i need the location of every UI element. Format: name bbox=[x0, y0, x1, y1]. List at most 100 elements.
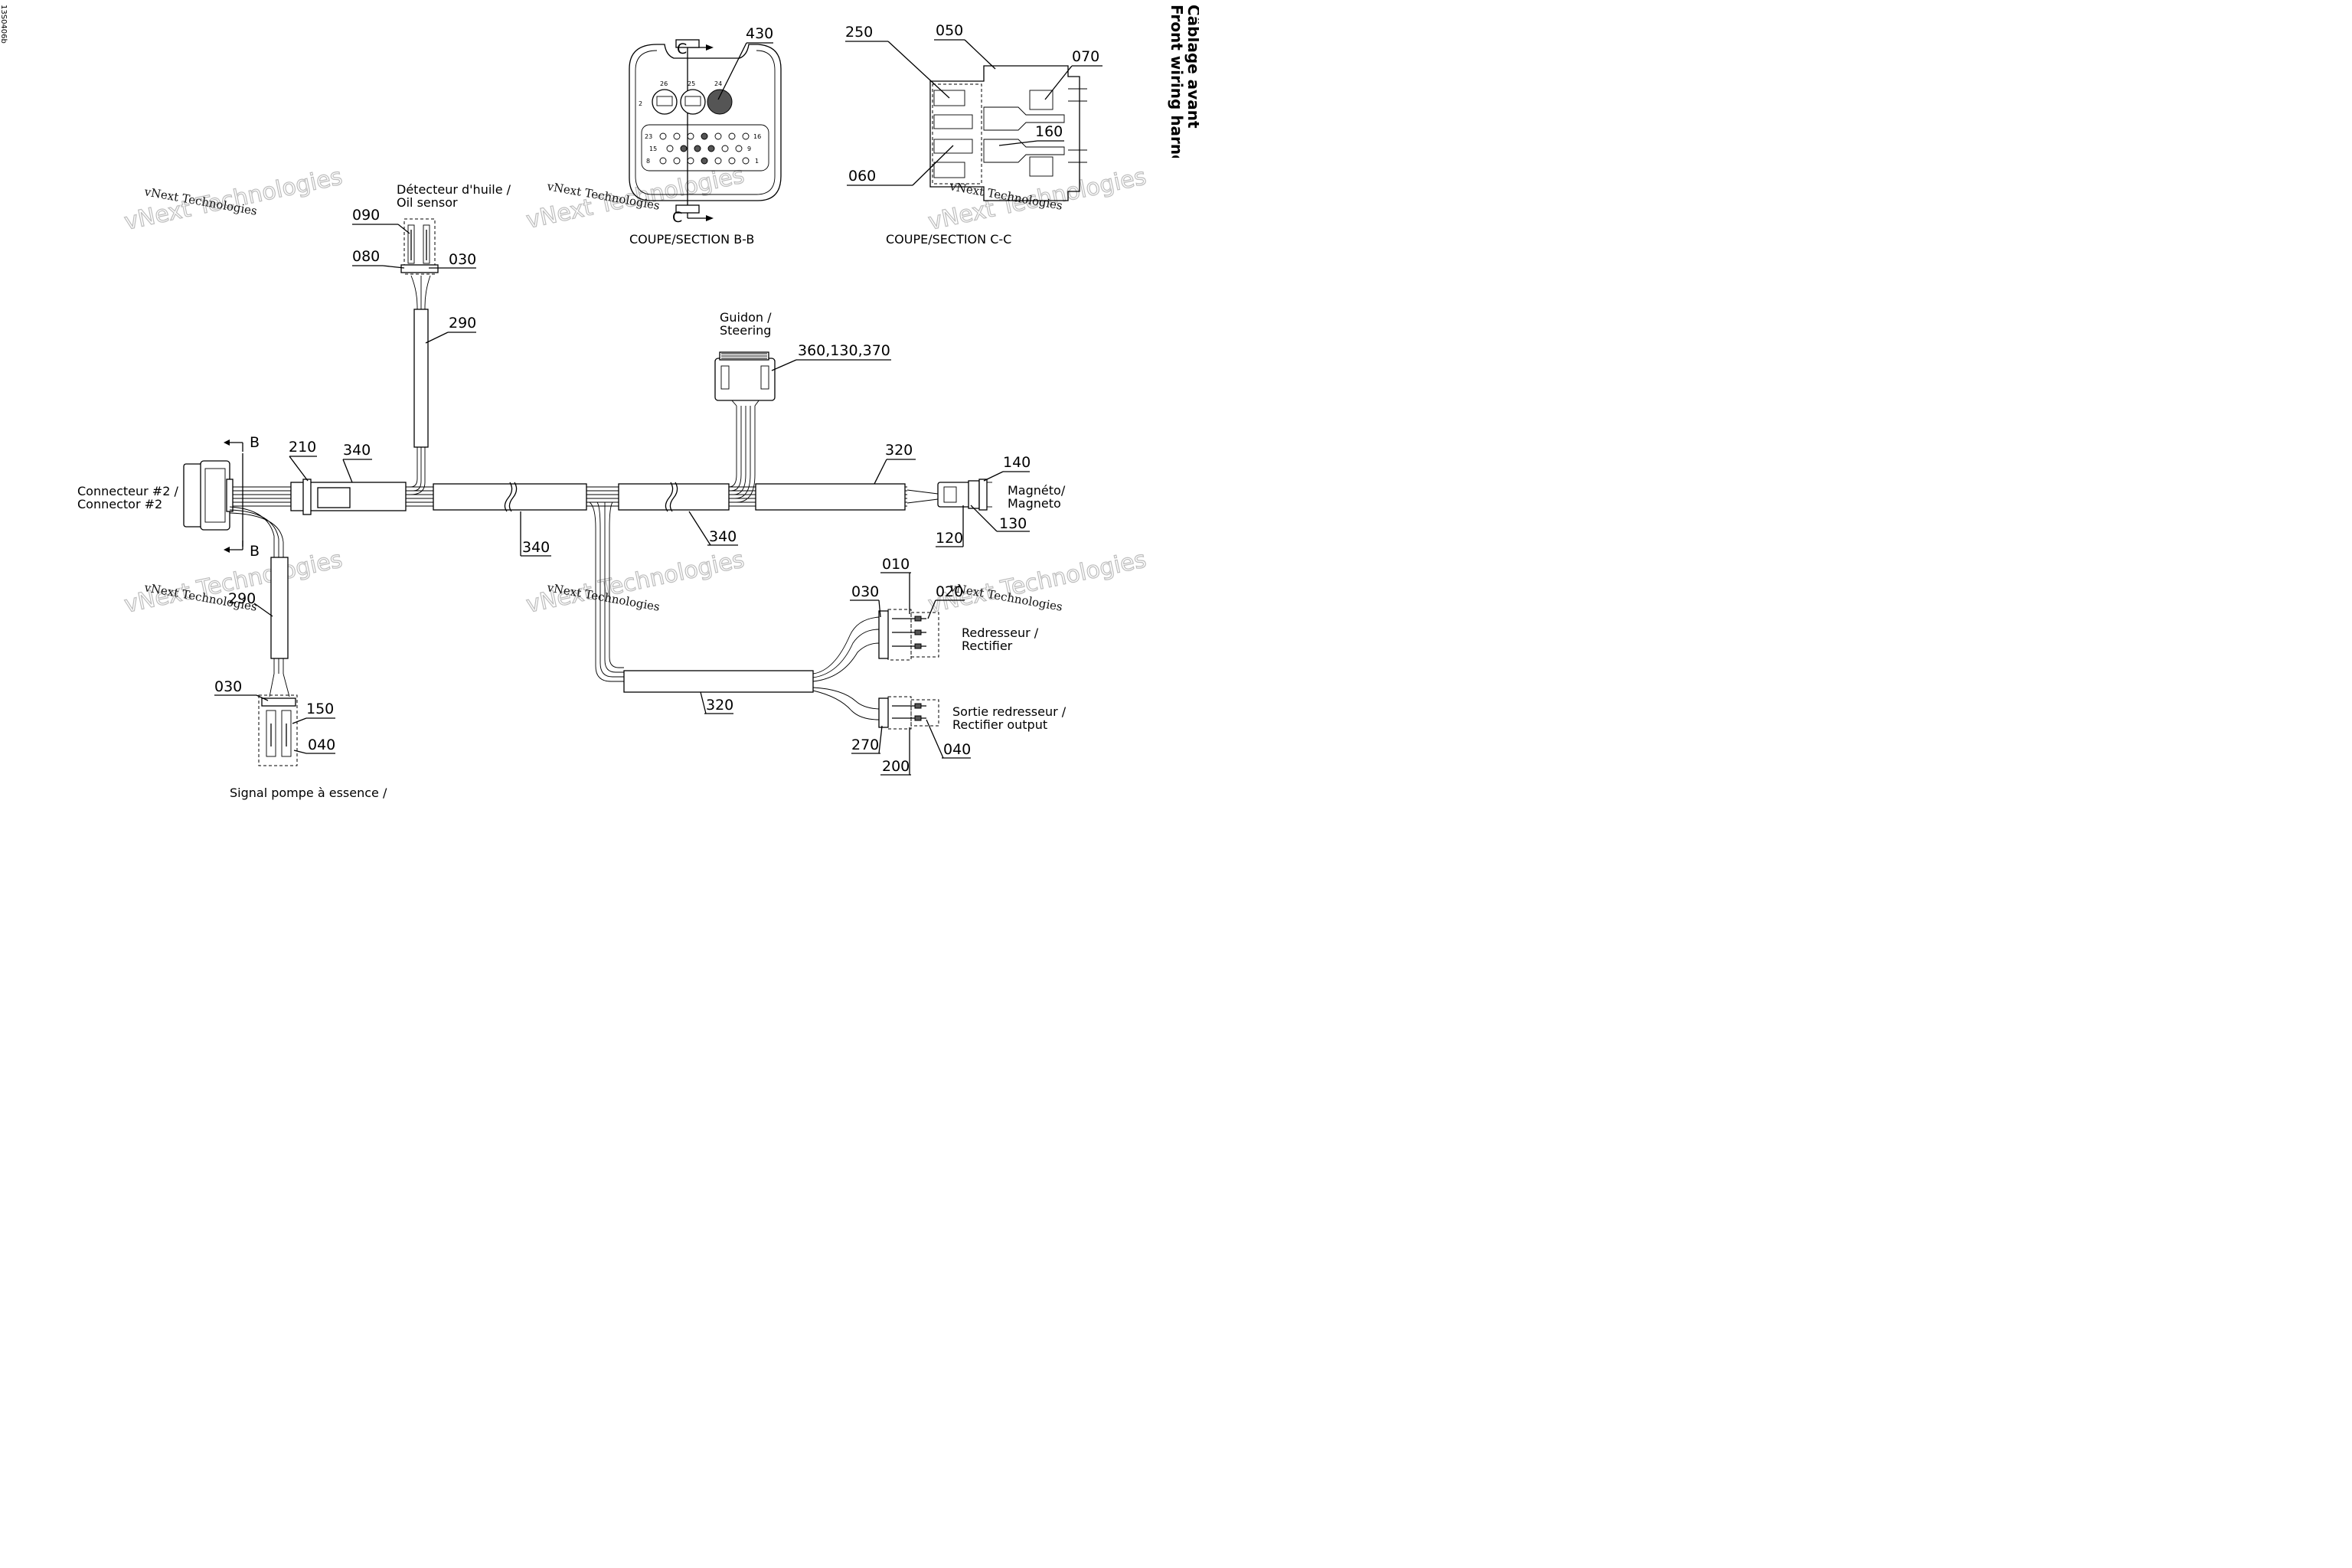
leader-150 bbox=[292, 717, 307, 724]
magneto-connector: 140 130 120 Magnéto/ Magneto bbox=[936, 454, 1066, 547]
callout-050: 050 bbox=[936, 22, 963, 39]
leader-320-top bbox=[874, 459, 887, 485]
pin-label-24: 24 bbox=[714, 80, 722, 87]
callout-360-130-370: 360,130,370 bbox=[798, 342, 890, 359]
pin-label-26: 26 bbox=[660, 80, 668, 87]
pin-label-1: 1 bbox=[755, 158, 759, 165]
leader-320-bottom bbox=[700, 691, 707, 714]
section-b-letter-bottom: B bbox=[250, 543, 260, 560]
leader-140 bbox=[983, 471, 1004, 482]
leader-130 bbox=[970, 505, 998, 532]
callout-040-fuel: 040 bbox=[308, 737, 335, 753]
section-b-caption: COUPE/SECTION B-B bbox=[629, 232, 754, 247]
pin-row-3 bbox=[659, 157, 750, 165]
main-harness: B B 210 340 090 bbox=[77, 182, 1067, 800]
callout-060: 060 bbox=[848, 168, 876, 185]
small-pin-field bbox=[641, 124, 769, 172]
section-c-arrowhead-bottom bbox=[706, 215, 714, 221]
pin-label-9: 9 bbox=[747, 145, 751, 152]
leader-290-fuel bbox=[253, 603, 273, 617]
pin-label-16: 16 bbox=[753, 133, 761, 140]
callout-290-oil: 290 bbox=[449, 315, 476, 332]
sleeve-320-top bbox=[755, 483, 906, 511]
fuel-pump-caption: Signal pompe à essence / bbox=[230, 786, 387, 800]
callout-430: 430 bbox=[746, 25, 773, 42]
pin-25 bbox=[680, 89, 706, 115]
section-c-marker-bottom bbox=[675, 204, 700, 214]
section-b-letter-top: B bbox=[250, 434, 260, 451]
magneto-caption-fr: Magnéto/ bbox=[1008, 483, 1066, 498]
leader-430 bbox=[717, 42, 747, 100]
sleeve-290-fuel bbox=[270, 557, 289, 659]
oil-sensor-caption-fr: Détecteur d'huile / bbox=[397, 182, 511, 197]
leader-210 bbox=[289, 456, 309, 482]
pin-label-23: 23 bbox=[645, 133, 652, 140]
leader-250 bbox=[887, 41, 950, 99]
callout-250: 250 bbox=[845, 24, 873, 41]
callout-070: 070 bbox=[1072, 48, 1099, 65]
document-code: 13S0406b bbox=[0, 5, 11, 74]
steering-branch: 360,130,370 Guidon / Steering bbox=[714, 310, 891, 503]
section-c-body bbox=[929, 65, 1080, 201]
callout-290-fuel: 290 bbox=[228, 590, 256, 607]
callout-320-top: 320 bbox=[885, 442, 913, 459]
callout-150: 150 bbox=[306, 701, 334, 717]
leader-340-top bbox=[342, 459, 353, 483]
leader-080 bbox=[382, 265, 405, 269]
section-c-marker-top bbox=[675, 39, 700, 48]
fuel-pump-connector bbox=[258, 694, 298, 766]
sleeve-320-bottom bbox=[623, 670, 814, 693]
oil-sensor-caption-en: Oil sensor bbox=[397, 195, 458, 210]
callout-160: 160 bbox=[1035, 123, 1063, 140]
pin-24 bbox=[707, 89, 733, 115]
rectifier-output-connector bbox=[878, 696, 939, 730]
callout-080: 080 bbox=[352, 248, 380, 265]
rectifier-connector bbox=[878, 609, 939, 661]
connector-2-caption-en: Connector #2 bbox=[77, 497, 162, 511]
section-b-housing-inner bbox=[635, 50, 776, 195]
leader-360 bbox=[771, 359, 797, 371]
pin-label-25: 25 bbox=[688, 80, 695, 87]
wiring-harness-diagram: vNext Technologies vNext Technologies vN… bbox=[77, 22, 1149, 800]
clip-210 bbox=[302, 479, 312, 515]
document-code-text: 13S0406b bbox=[0, 5, 8, 44]
pin-row-1 bbox=[659, 132, 750, 140]
callout-270: 270 bbox=[851, 737, 879, 753]
steering-caption-fr: Guidon / bbox=[720, 310, 772, 325]
rectifier-caption-fr: Redresseur / bbox=[962, 626, 1039, 640]
section-c-letter-top: C bbox=[677, 41, 687, 57]
callout-320-bottom: 320 bbox=[706, 697, 733, 714]
callout-030-rect: 030 bbox=[851, 583, 879, 600]
watermarks: vNext Technologies vNext Technologies vN… bbox=[122, 162, 1149, 619]
rectifier-branch: 010 030 020 320 270 200 040 Redresseur /… bbox=[589, 501, 1067, 776]
pin-row-2 bbox=[666, 145, 743, 152]
pin-26 bbox=[652, 89, 678, 115]
callout-030-oil: 030 bbox=[449, 251, 476, 268]
leader-020 bbox=[927, 599, 936, 619]
callout-200: 200 bbox=[882, 758, 910, 775]
leader-340-mid2 bbox=[688, 511, 711, 546]
connector-2-caption-fr: Connecteur #2 / bbox=[77, 484, 178, 498]
callout-340-top: 340 bbox=[343, 442, 371, 459]
leader-270 bbox=[878, 725, 883, 754]
callout-140: 140 bbox=[1003, 454, 1031, 471]
callout-340-mid2: 340 bbox=[709, 528, 737, 545]
leader-290-oil bbox=[425, 332, 449, 344]
leader-050 bbox=[964, 39, 996, 70]
callout-010: 010 bbox=[882, 556, 910, 573]
pin-label-15: 15 bbox=[649, 145, 657, 152]
sleeve-290-oil bbox=[413, 309, 429, 448]
callout-130: 130 bbox=[999, 515, 1027, 532]
section-c-caption: COUPE/SECTION C-C bbox=[886, 232, 1011, 247]
leader-040-rect bbox=[926, 719, 944, 759]
callout-030-fuel: 030 bbox=[214, 678, 242, 695]
leader-070 bbox=[1044, 65, 1073, 100]
leader-040-fuel bbox=[293, 750, 307, 754]
steering-connector bbox=[714, 358, 776, 401]
connector-2 bbox=[183, 460, 234, 531]
section-c-arrowhead-top bbox=[706, 44, 714, 51]
steering-caption-en: Steering bbox=[720, 323, 771, 338]
callout-090: 090 bbox=[352, 207, 380, 224]
leader-090 bbox=[397, 224, 410, 234]
section-c-c: 250 050 070 160 060 COUPE/SECTION C-C bbox=[845, 22, 1102, 247]
